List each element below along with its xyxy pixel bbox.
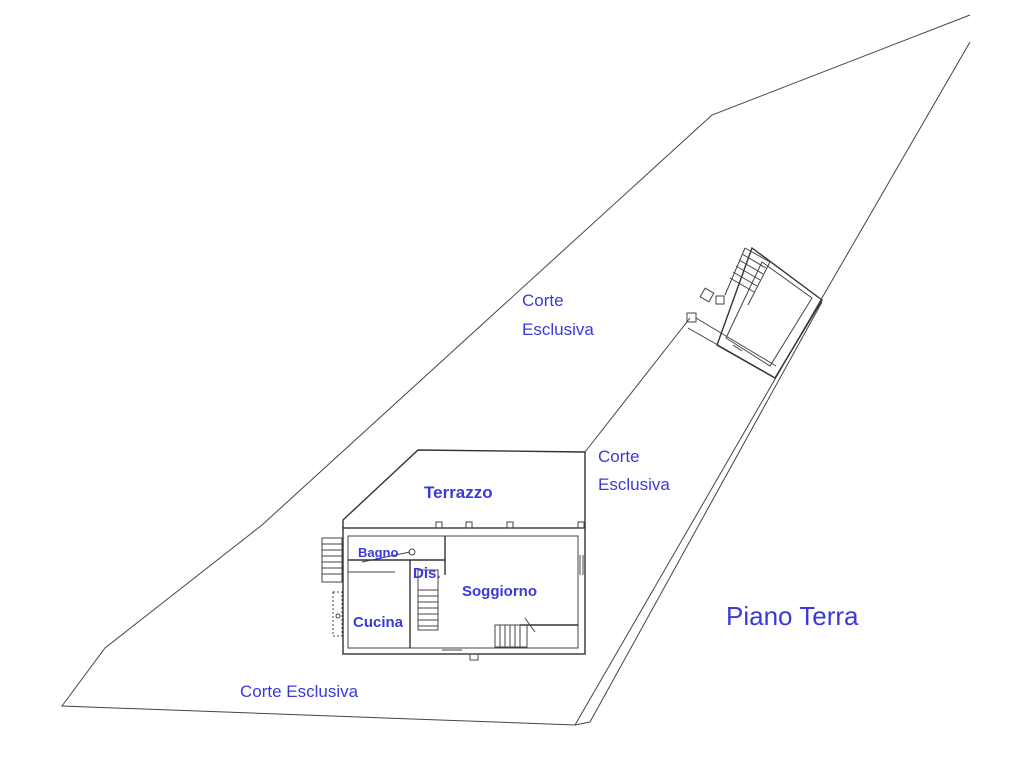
terrace-outline (342, 449, 586, 528)
property-boundary (61, 14, 971, 726)
corte-esclusiva-right-line2: Esclusiva (598, 475, 670, 494)
room-label-soggiorno: Soggiorno (462, 583, 537, 600)
inner-stair (417, 569, 439, 631)
corte-esclusiva-bottom: Corte Esclusiva (240, 682, 359, 701)
corte-esclusiva-top-line2: Esclusiva (522, 320, 594, 339)
floor-title: Piano Terra (726, 601, 859, 631)
room-label-bagno: Bagno (358, 545, 399, 560)
room-label-cucina: Cucina (353, 614, 404, 631)
access-path (584, 301, 823, 723)
room-label-dis: Dis. (413, 565, 441, 582)
corte-esclusiva-right-line1: Corte (598, 447, 640, 466)
living-stair (494, 617, 536, 648)
upper-stair (724, 247, 771, 306)
room-label-terrazzo: Terrazzo (424, 483, 493, 502)
west-stair (321, 537, 343, 637)
upper-outbuilding (686, 246, 823, 379)
corte-esclusiva-top-line1: Corte (522, 291, 564, 310)
